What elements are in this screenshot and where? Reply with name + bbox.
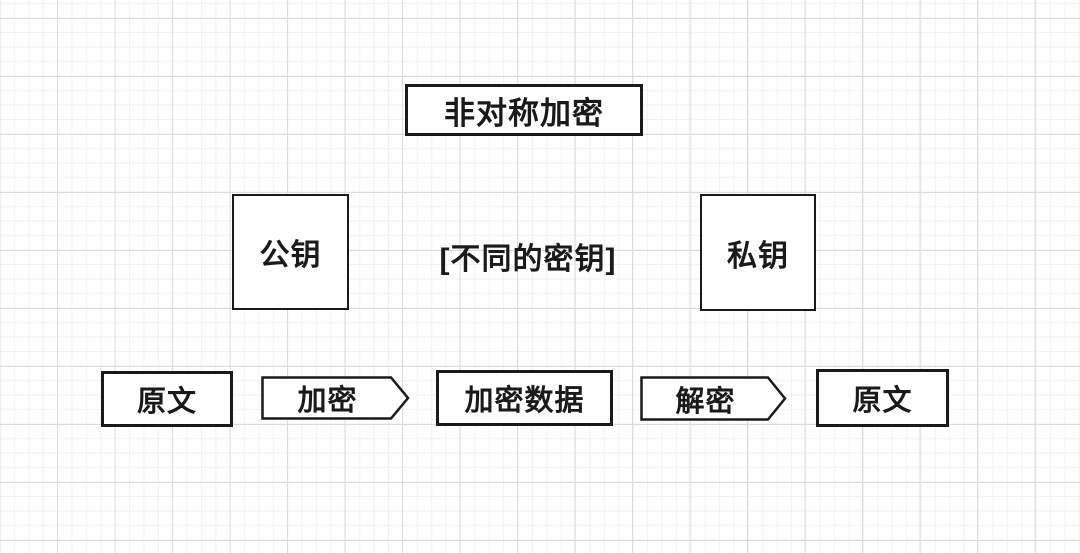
plaintext-result-box: 原文 (816, 369, 949, 427)
encrypt-arrow: 加密 (261, 376, 410, 420)
right-chevron-shape (261, 376, 410, 420)
public-key-label: 公钥 (259, 239, 322, 272)
plaintext-source-label: 原文 (136, 386, 197, 418)
plaintext-source-box: 原文 (101, 371, 233, 427)
encrypted-data-box: 加密数据 (436, 370, 613, 426)
right-chevron-shape (640, 376, 787, 421)
encrypt-label: 加密 (297, 385, 358, 417)
public-key-box: 公钥 (232, 194, 349, 310)
different-keys-note: [不同的密钥] (439, 243, 617, 276)
private-key-box: 私钥 (700, 194, 816, 311)
diagram-title: 非对称加密 (444, 95, 604, 131)
decrypt-label: 解密 (675, 385, 736, 418)
private-key-label: 私钥 (727, 239, 789, 273)
plaintext-result-label: 原文 (852, 385, 913, 417)
title-box: 非对称加密 (405, 84, 643, 136)
decrypt-arrow: 解密 (640, 376, 787, 421)
encrypted-data-label: 加密数据 (464, 385, 585, 417)
